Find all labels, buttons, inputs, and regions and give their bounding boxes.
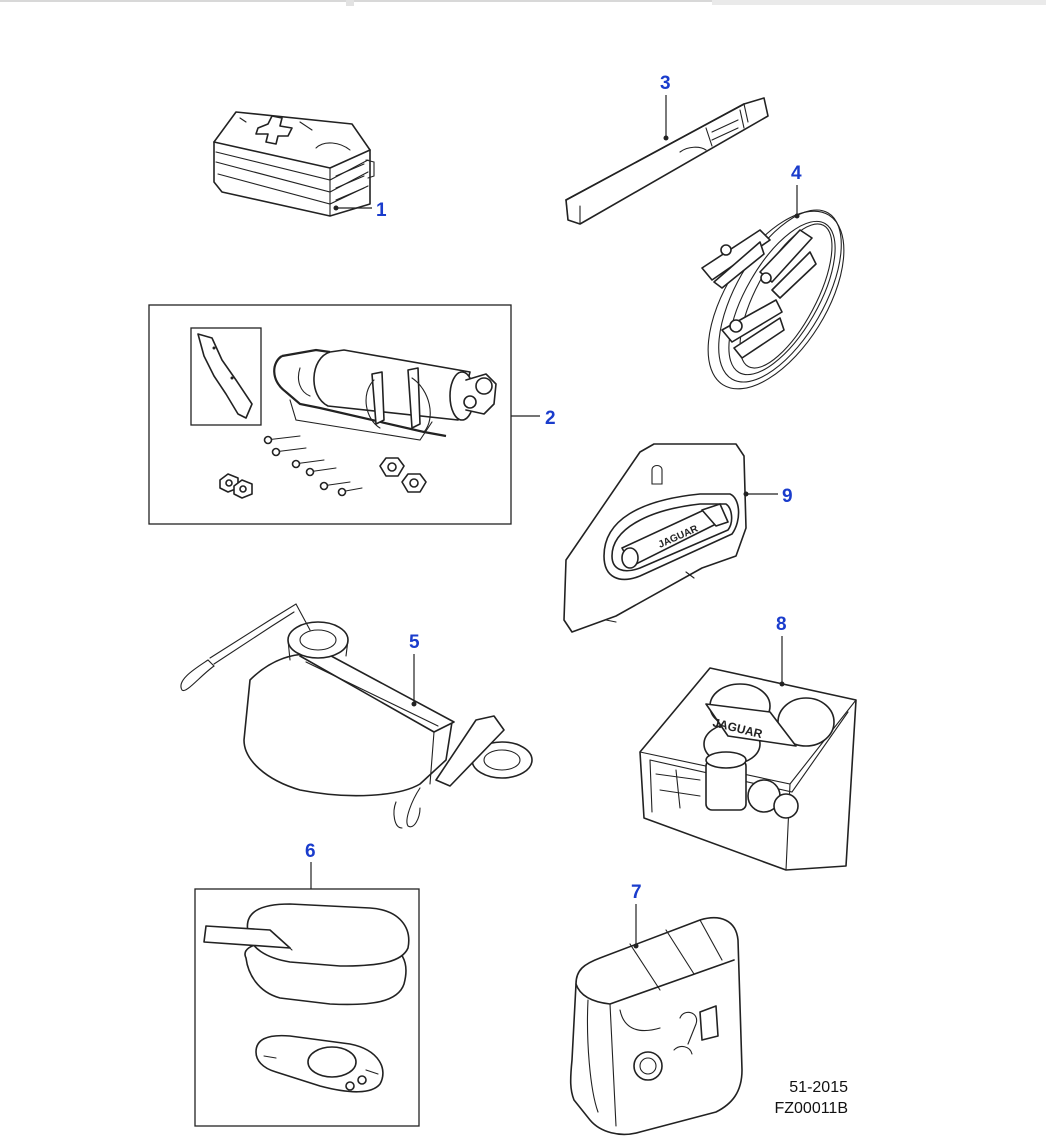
nuts [219, 457, 427, 499]
callout-3: 3 [660, 73, 671, 94]
callout-7: 7 [631, 882, 642, 903]
callout-5: 5 [409, 632, 420, 653]
torch-holder: JAGUAR [563, 443, 747, 633]
diagram-code-line-1: 51-2015 [789, 1079, 848, 1096]
screws [263, 435, 363, 497]
kit-frame [148, 304, 512, 525]
callout-9: 9 [782, 486, 793, 507]
tow-strap-bag [180, 603, 533, 829]
callout-8: 8 [776, 614, 787, 635]
spare-bulb-kit: JAGUAR [639, 667, 857, 871]
diagram-code-line-2: FZ00011B [774, 1100, 848, 1117]
jump-leads [701, 209, 845, 390]
first-aid-kit [213, 111, 375, 217]
bracket-inset-frame [190, 327, 262, 426]
tyre-repair-kit [569, 916, 743, 1136]
ear-defenders-and-remote [194, 888, 420, 1127]
callout-6: 6 [305, 841, 316, 862]
callout-1: 1 [376, 200, 387, 221]
callout-2: 2 [545, 408, 556, 429]
fire-extinguisher-kit [148, 304, 512, 525]
callout-labels: 1 2 3 4 5 6 7 8 9 [305, 73, 802, 903]
warning-triangle [565, 97, 769, 225]
leader-lines [310, 95, 800, 949]
kit-frame [194, 888, 420, 1127]
callout-4: 4 [791, 163, 802, 184]
window-top-edge [0, 0, 1046, 6]
